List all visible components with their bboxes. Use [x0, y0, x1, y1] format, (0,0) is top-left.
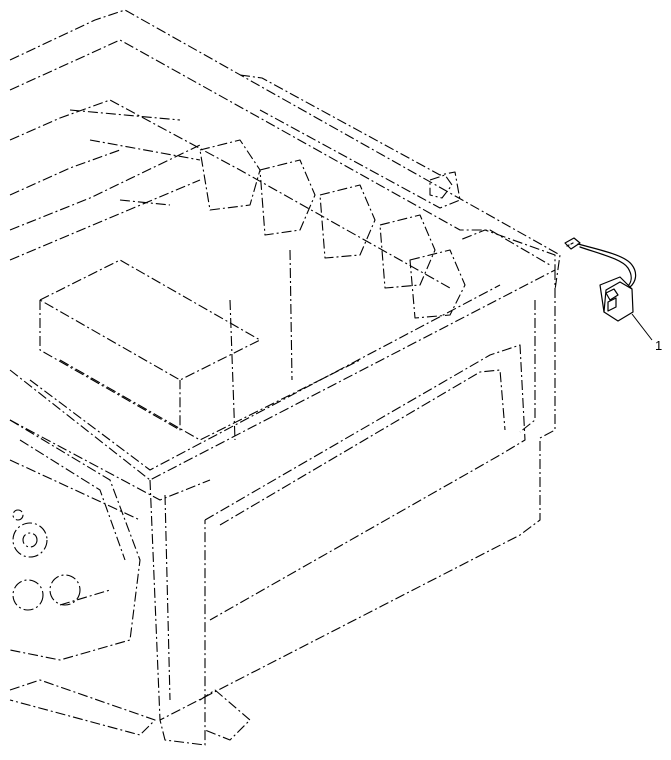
sensor-plate-edge — [603, 281, 633, 313]
front-pillar-inner — [164, 494, 171, 701]
drawer-top — [39, 259, 261, 381]
top-bracket — [239, 74, 461, 209]
right-opening-inner — [219, 369, 506, 526]
lower-shelf — [9, 419, 211, 501]
drive-shaft — [59, 589, 111, 606]
right-opening — [204, 344, 526, 621]
part-1-sensor-assembly — [564, 237, 637, 322]
mid-strut-b — [289, 249, 293, 381]
frame-top-face — [9, 229, 556, 481]
lower-left-box-inner — [19, 439, 126, 561]
bay-2 — [259, 159, 316, 236]
frame-right-inner — [519, 300, 536, 433]
callout-1-leader — [631, 313, 653, 341]
callout-1: 1 — [631, 313, 662, 353]
rod-b — [89, 139, 201, 161]
upper-rail-mid — [9, 39, 551, 266]
gear-lower-right — [49, 574, 81, 606]
harness-cable-2 — [579, 246, 632, 289]
upper-rail-front — [9, 149, 121, 196]
drawer-rail — [59, 359, 361, 441]
sensor-head — [605, 288, 619, 301]
sensor-slot — [607, 297, 617, 312]
rod-a — [69, 109, 181, 121]
bay-5 — [409, 249, 466, 319]
upper-bar-a — [9, 144, 201, 231]
bay-1 — [199, 139, 261, 211]
drawer-front — [39, 300, 181, 431]
gear-upper-hub — [22, 532, 38, 548]
base-plate-left — [9, 679, 156, 736]
rod-c — [119, 199, 171, 206]
frame-right-face — [159, 270, 556, 721]
front-pillar — [149, 479, 206, 746]
callout-1-label: 1 — [655, 338, 662, 353]
base-plate-right — [199, 689, 251, 741]
gear-upper — [12, 522, 48, 558]
upper-bar-b — [9, 179, 201, 261]
lower-shelf-b — [9, 459, 141, 521]
gear-lower-left — [12, 579, 44, 611]
bay-4 — [379, 214, 436, 289]
upper-rail-back — [9, 9, 561, 291]
harness-cable — [577, 243, 637, 288]
mid-strut — [229, 299, 236, 441]
gear-small — [12, 509, 24, 521]
bay-3 — [319, 184, 376, 259]
machine-frame-ghost — [9, 9, 561, 746]
top-bracket-hook — [429, 174, 453, 199]
top-rods — [69, 109, 201, 206]
upper-rail-inner — [9, 99, 451, 289]
lower-left-box — [9, 419, 141, 661]
drive-gears — [12, 509, 111, 611]
frame-top-inner — [29, 284, 501, 471]
harness-connector-pins — [566, 242, 574, 247]
